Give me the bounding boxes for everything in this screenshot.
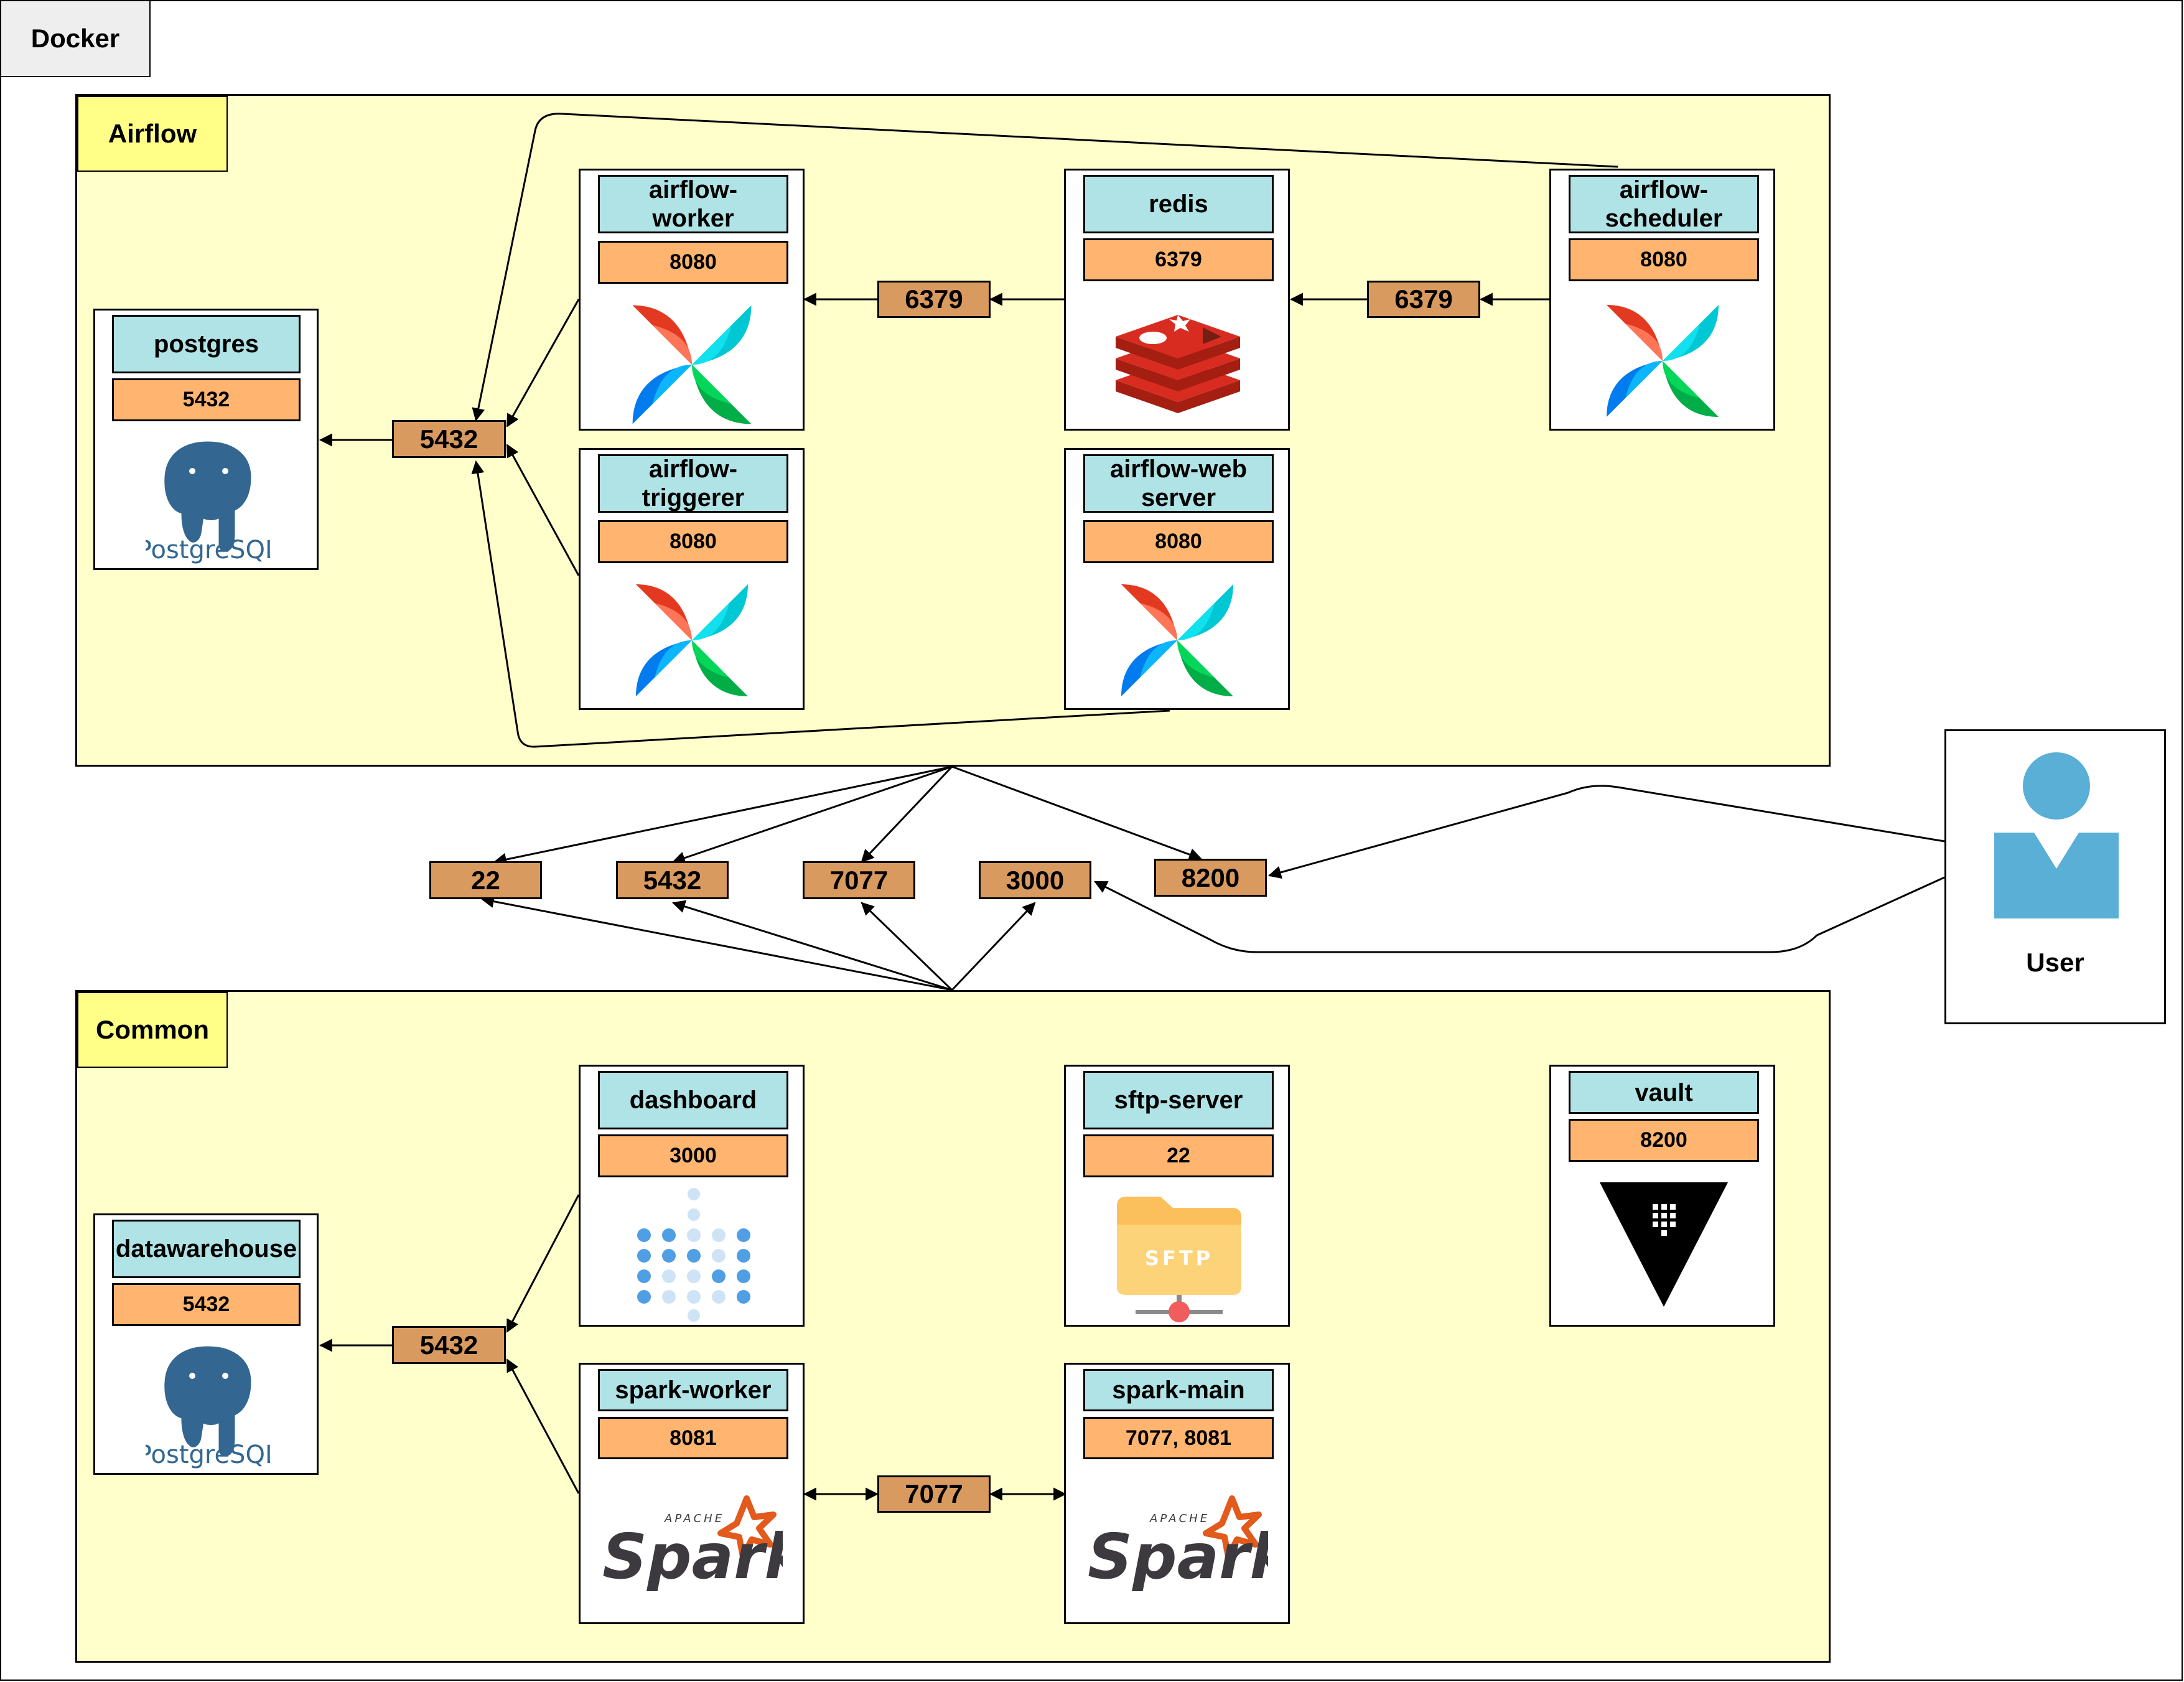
service-port: 8080 — [598, 241, 788, 284]
airflow-pinwheel-icon — [1597, 299, 1729, 423]
airflow-group-label: Airflow — [77, 96, 228, 172]
service-name: sftp-server — [1083, 1071, 1274, 1129]
edge-airflow-to-7077 — [861, 765, 953, 863]
metabase-dots-icon — [632, 1188, 756, 1322]
service-port: 3000 — [598, 1134, 788, 1177]
sftp-folder-icon: SFTP — [1117, 1197, 1241, 1324]
service-port: 5432 — [112, 1283, 301, 1326]
edge-airflow-to-8200 — [951, 765, 1202, 861]
postgresql-icon: PostgreSQL — [137, 434, 279, 564]
service-port: 6379 — [1083, 238, 1274, 281]
redis-icon — [1109, 299, 1246, 414]
edge-triggerer-to-chip5432 — [506, 444, 580, 576]
sftp-logo-text: SFTP — [1145, 1246, 1213, 1270]
service-vault[interactable]: vault 8200 — [1549, 1065, 1775, 1327]
common-group: Common — [75, 990, 1831, 1663]
user-actor[interactable]: User — [1944, 729, 2166, 1024]
exposed-port-22: 22 — [429, 861, 542, 899]
service-name: dashboard — [598, 1071, 788, 1129]
postgresql-logo-text: PostgreSQL — [146, 536, 270, 564]
exposed-port-8200: 8200 — [1154, 859, 1267, 897]
service-name: spark-main — [1083, 1369, 1274, 1411]
edge-worker-to-chip5432 — [506, 299, 580, 428]
docker-label: Docker — [0, 0, 151, 77]
service-airflow-worker[interactable]: airflow- worker 8080 — [579, 169, 805, 431]
edge-user-to-3000 — [1094, 876, 1945, 953]
service-port: 8080 — [598, 520, 788, 563]
exposed-port-5432: 5432 — [616, 861, 729, 899]
spark-logo-text: Spark — [602, 1520, 783, 1592]
service-port: 8081 — [598, 1417, 788, 1459]
airflow-pinwheel-icon — [1111, 578, 1243, 703]
edge-webserver-to-chip5432 — [471, 460, 1170, 748]
edge-common-to-5432 — [671, 900, 953, 991]
service-name: airflow- triggerer — [598, 454, 788, 513]
service-airflow-scheduler[interactable]: airflow- scheduler 8080 — [1549, 169, 1775, 431]
airflow-pinwheel-icon — [626, 299, 758, 431]
edge-common-to-3000 — [951, 902, 1036, 991]
service-name: redis — [1083, 175, 1274, 233]
vault-triangle-icon — [1600, 1182, 1728, 1307]
service-sftp-server[interactable]: sftp-server 22 SFTP — [1064, 1065, 1290, 1327]
service-port: 8200 — [1569, 1119, 1759, 1162]
edge-airflow-to-22 — [493, 765, 953, 866]
service-spark-worker[interactable]: spark-worker 8081 APACHE Spark — [579, 1363, 809, 1624]
service-airflow-triggerer[interactable]: airflow- triggerer 8080 — [579, 448, 805, 710]
airflow-group: Airflow — [75, 94, 1831, 767]
service-port: 8080 — [1569, 238, 1759, 281]
edge-common-to-7077 — [861, 902, 953, 991]
edge-airflow-to-5432 — [672, 765, 953, 864]
service-postgres[interactable]: postgres 5432 PostgreSQL — [93, 309, 319, 570]
exposed-port-7077: 7077 — [803, 861, 915, 899]
user-icon — [1993, 752, 2121, 920]
edge-dashboard-to-chip5432c — [506, 1194, 580, 1333]
port-chip-6379: 6379 — [1367, 281, 1480, 318]
edge-sparkworker-to-chip5432c — [506, 1358, 580, 1494]
postgresql-icon: PostgreSQL — [137, 1339, 279, 1469]
service-spark-main[interactable]: spark-main 7077, 8081 APACHE Spark — [1064, 1363, 1294, 1624]
service-dashboard[interactable]: dashboard 3000 — [579, 1065, 805, 1327]
edge-common-to-22 — [480, 895, 953, 991]
port-chip-5432: 5432 — [392, 1326, 506, 1364]
postgresql-logo-text: PostgreSQL — [146, 1441, 270, 1469]
port-chip-6379: 6379 — [877, 281, 991, 318]
service-name: airflow- scheduler — [1569, 175, 1759, 233]
spark-apache-label: APACHE — [664, 1512, 724, 1525]
service-port: 5432 — [112, 378, 301, 421]
port-chip-5432: 5432 — [392, 420, 506, 458]
user-label: User — [2026, 948, 2084, 977]
service-redis[interactable]: redis 6379 — [1064, 169, 1290, 431]
service-port: 8080 — [1083, 520, 1274, 563]
exposed-port-3000: 3000 — [979, 861, 1091, 899]
service-name: spark-worker — [598, 1369, 788, 1411]
spark-logo-text: Spark — [1088, 1520, 1268, 1592]
common-group-label: Common — [77, 992, 228, 1068]
spark-icon: APACHE Spark — [602, 1492, 809, 1593]
service-name: postgres — [112, 315, 301, 373]
port-chip-7077: 7077 — [877, 1475, 991, 1513]
spark-apache-label: APACHE — [1149, 1512, 1210, 1525]
service-name: datawarehouse — [112, 1220, 301, 1278]
edge-scheduler-to-chip5432 — [472, 113, 1618, 422]
service-airflow-webserver[interactable]: airflow-web server 8080 — [1064, 448, 1290, 710]
service-name: airflow-web server — [1083, 454, 1274, 513]
service-datawarehouse[interactable]: datawarehouse 5432 PostgreSQL — [93, 1213, 319, 1475]
service-name: airflow- worker — [598, 175, 788, 233]
airflow-pinwheel-icon — [626, 578, 758, 703]
service-port: 7077, 8081 — [1083, 1417, 1274, 1459]
service-port: 22 — [1083, 1134, 1274, 1177]
spark-icon: APACHE Spark — [1088, 1492, 1294, 1593]
edge-user-to-8200 — [1267, 785, 1945, 879]
service-name: vault — [1569, 1071, 1759, 1114]
